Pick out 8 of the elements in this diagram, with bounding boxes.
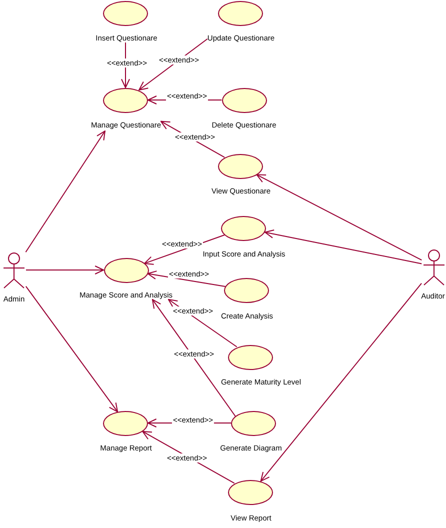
arrow bbox=[147, 270, 226, 288]
arrow bbox=[256, 174, 422, 261]
arrow bbox=[152, 298, 236, 417]
arrow bbox=[264, 229, 422, 264]
arrow bbox=[25, 130, 106, 253]
arrow bbox=[26, 266, 104, 274]
arrow bbox=[25, 286, 118, 412]
arrow bbox=[260, 282, 422, 482]
